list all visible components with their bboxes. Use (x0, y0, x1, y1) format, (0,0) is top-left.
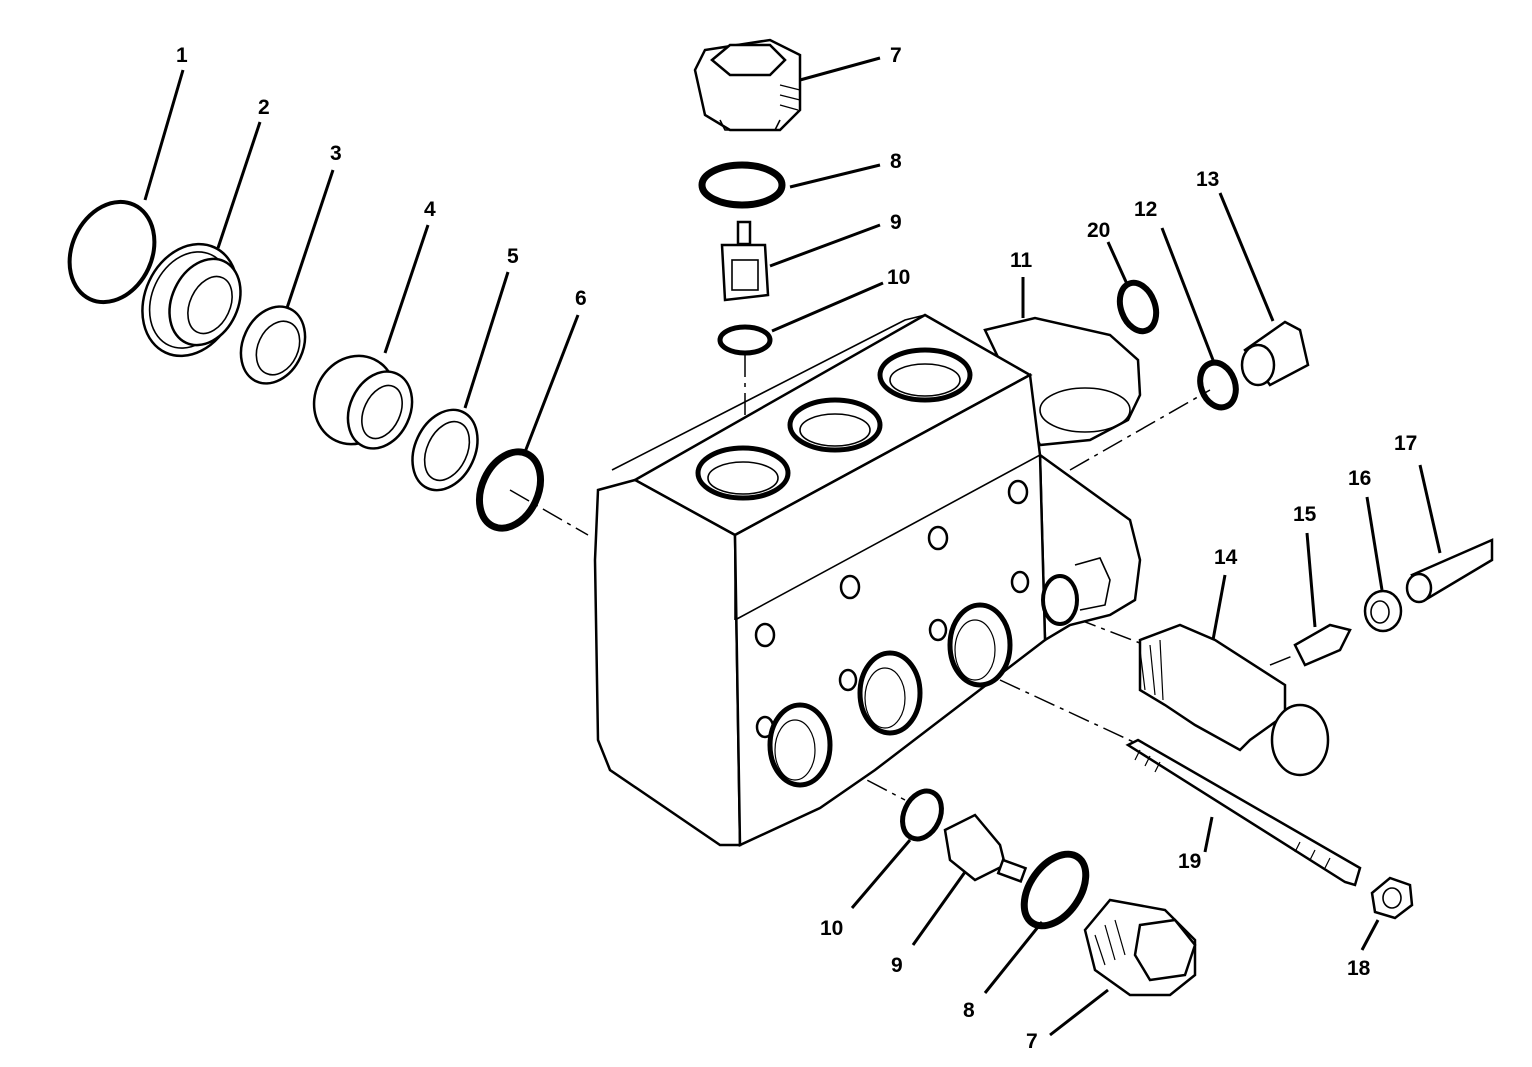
o-ring-top-10 (717, 324, 773, 356)
callout-8-bottom: 8 (963, 999, 975, 1022)
plug-13 (1240, 320, 1310, 387)
callouts: 1 2 3 4 5 6 7 8 9 10 11 20 12 13 17 16 1… (176, 44, 1417, 1053)
callout-10-bottom: 10 (820, 917, 843, 940)
callout-13: 13 (1196, 168, 1219, 191)
callout-11: 11 (1010, 249, 1033, 272)
callout-1: 1 (176, 44, 188, 67)
plug-top (693, 38, 802, 132)
callout-7-bottom: 7 (1026, 1030, 1038, 1053)
callout-19: 19 (1178, 850, 1201, 873)
tube-17 (1405, 538, 1494, 604)
o-ring-bottom-10 (900, 788, 944, 842)
callout-7-top: 7 (890, 44, 902, 67)
check-valve-bottom-9 (943, 813, 1028, 883)
check-valve-top-9 (720, 220, 770, 302)
piston-assembly (141, 242, 242, 358)
bushing (239, 305, 307, 385)
callout-3: 3 (330, 142, 342, 165)
sleeve (312, 354, 414, 450)
callout-2: 2 (258, 96, 270, 119)
callout-5: 5 (507, 245, 519, 268)
fitting-15 (1293, 623, 1352, 667)
o-ring-bottom-8 (1020, 850, 1090, 930)
o-ring-12 (1197, 359, 1239, 411)
callout-20: 20 (1087, 219, 1110, 242)
stud-19 (1125, 738, 1362, 887)
nut-18 (1370, 876, 1414, 920)
o-ring-top-8 (698, 161, 786, 209)
spacer-16 (1363, 589, 1403, 633)
callout-8-top: 8 (890, 150, 902, 173)
leader-lines (143, 56, 1442, 1037)
callout-15: 15 (1293, 503, 1317, 526)
callout-6: 6 (575, 287, 587, 310)
o-ring-20 (1116, 279, 1160, 335)
callout-9-top: 9 (890, 211, 902, 234)
washer (411, 408, 479, 492)
relief-valve-14 (1138, 623, 1330, 777)
callout-17: 17 (1394, 432, 1417, 455)
callout-9-bottom: 9 (891, 954, 903, 977)
callout-18: 18 (1347, 957, 1371, 980)
callout-10-top: 10 (887, 266, 910, 289)
callout-14: 14 (1214, 546, 1238, 569)
valve-body (593, 313, 1142, 847)
plug-bottom-7 (1083, 898, 1197, 997)
callout-16: 16 (1348, 467, 1371, 490)
o-ring-large (67, 199, 157, 305)
callout-12: 12 (1134, 198, 1157, 221)
callout-4: 4 (424, 198, 436, 221)
o-ring-6 (476, 448, 544, 532)
